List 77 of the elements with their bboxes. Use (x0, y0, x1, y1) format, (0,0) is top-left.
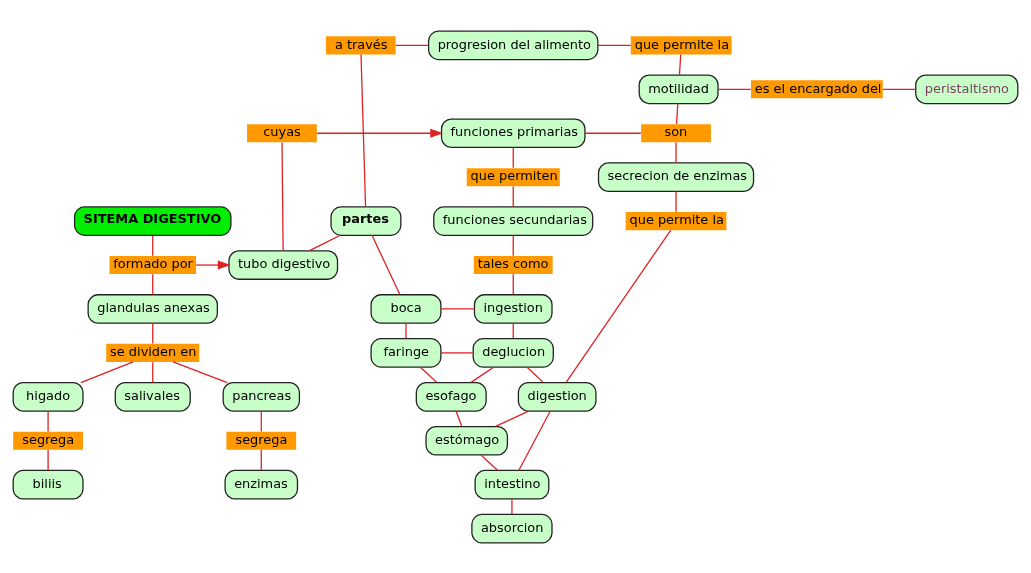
connector (678, 53, 682, 75)
node-box: biliis (12, 469, 84, 500)
connector (494, 410, 530, 427)
connector (152, 361, 154, 383)
node-box: peristaltismo (915, 73, 1019, 104)
node-box: ingestion (473, 293, 553, 324)
node-box: absorcion (471, 513, 553, 543)
connector (260, 448, 262, 471)
connector (480, 454, 498, 471)
arrow (195, 260, 231, 270)
node-box: funciones primarias (440, 117, 586, 148)
node-box: intestino (474, 469, 550, 500)
connector (405, 322, 407, 339)
node-box: segrega (226, 431, 297, 450)
connector (172, 360, 228, 383)
connector (717, 88, 752, 90)
node-box: digestion (517, 381, 597, 412)
node-box: partes (330, 205, 402, 236)
node-box: que permite la (630, 35, 732, 54)
node-box: faringe (370, 337, 442, 368)
node-box: a través (325, 35, 396, 54)
node-box: son (641, 123, 711, 142)
connector (152, 322, 154, 344)
node-box: deglucion (472, 337, 554, 368)
connector (882, 88, 917, 90)
node-box: progresion del alimento (427, 30, 599, 60)
connector (440, 351, 474, 354)
connector (597, 44, 632, 46)
node-box: estómago (425, 425, 509, 456)
node-box: cuyas (247, 123, 317, 142)
node-box: formado por (109, 255, 197, 274)
node-box: secrecion de enzimas (597, 161, 755, 192)
node-box: SITEMA DIGESTIVO (73, 205, 232, 236)
node-box: boca (370, 293, 442, 324)
connector (152, 234, 154, 256)
node-box: pancreas (222, 381, 301, 412)
connector (675, 102, 679, 125)
node-box: motilidad (638, 73, 719, 104)
connector (419, 366, 438, 383)
node-box: salivales (114, 381, 191, 412)
connector (675, 190, 677, 212)
connector (308, 234, 341, 251)
connector (470, 366, 495, 383)
node-box: enzimas (224, 469, 299, 500)
connector (360, 53, 367, 207)
arrow (316, 128, 444, 138)
connector (80, 360, 134, 383)
node-box: glandulas anexas (87, 293, 218, 324)
node-box: tubo digestivo (228, 249, 339, 280)
connector (440, 307, 476, 310)
node-box: se dividen en (106, 343, 200, 362)
connector (512, 185, 514, 207)
node-box: higado (12, 381, 84, 412)
connector (455, 410, 463, 427)
node-box: que permiten (466, 167, 560, 186)
connector (371, 234, 401, 295)
connector (395, 44, 430, 46)
connector (512, 234, 514, 256)
node-box: esofago (415, 381, 487, 412)
node-box: es el encargado del (751, 79, 883, 98)
connector (511, 497, 513, 515)
connector (152, 273, 154, 295)
node-box: que permite la (625, 211, 727, 230)
connector (47, 448, 49, 471)
node-box: tales como (473, 255, 553, 274)
connector (47, 410, 49, 432)
node-box: segrega (13, 431, 83, 450)
connector (584, 132, 642, 134)
connector (512, 273, 514, 295)
connector (281, 141, 284, 251)
connector (512, 146, 514, 168)
connector (518, 409, 551, 471)
connector (565, 229, 672, 383)
connector (260, 410, 262, 432)
node-box: funciones secundarias (433, 205, 594, 236)
connector (526, 366, 544, 383)
connector (675, 141, 677, 163)
